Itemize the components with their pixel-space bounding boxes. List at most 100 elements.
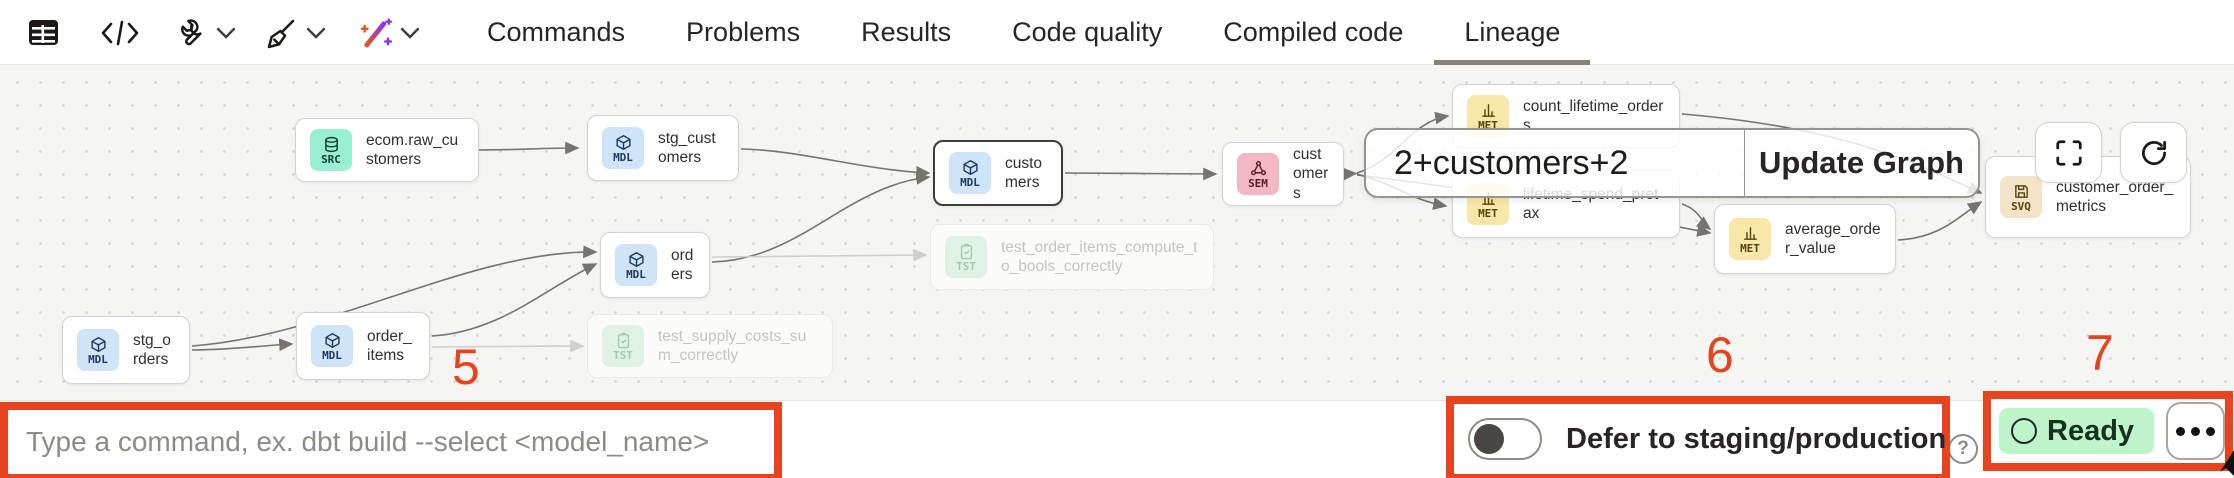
lineage-node-customers[interactable]: MDL customers [933,140,1063,206]
lineage-edge [711,172,931,263]
lineage-node-stg_orders[interactable]: MDL stg_orders [62,316,190,384]
fullscreen-icon [2055,139,2082,166]
node-label: order_items [367,327,412,364]
lineage-node-order_items[interactable]: MDL order_items [296,312,430,380]
annotation-box-6: Defer to staging/production [1446,396,1950,478]
lineage-node-ecom.raw_customers[interactable]: SRC ecom.raw_customers [295,118,479,182]
test-badge: TST [602,325,644,367]
database-badge: SRC [310,129,352,171]
mouse-cursor [2220,450,2234,476]
node-type-label: SRC [321,152,341,166]
wrench-icon[interactable] [172,0,204,65]
lineage-edge [1681,203,1712,230]
magic-wand-icon[interactable] [358,0,394,65]
graph-selector: 2+customers+2 Update Graph [1364,128,1980,198]
tab-lineage[interactable]: Lineage [1434,0,1591,65]
defer-toggle[interactable] [1468,418,1542,460]
lineage-node-customers[interactable]: SEM customers [1222,142,1344,206]
saved-query-icon [2013,183,2030,200]
semantic-model-badge: SEM [1237,153,1279,195]
lineage-node-test_order_items_compute_to_bools_correctly[interactable]: TST test_order_items_compute_to_bools_cor… [930,224,1214,290]
lineage-edge [740,148,931,179]
cube-icon [962,159,979,176]
annotation-number-5: 5 [452,339,480,395]
refresh-button[interactable] [2120,122,2187,183]
node-type-label: MDL [88,352,108,366]
panel-tabs: Commands Problems Results Code quality Compi… [487,0,1591,65]
node-label: customer_order_metrics [2056,178,2174,215]
node-label: count_lifetime_orders [1523,97,1664,134]
status-label: Ready [2047,414,2135,447]
chevron-down-icon[interactable] [216,0,236,65]
tab-results[interactable]: Results [861,17,952,47]
fullscreen-button[interactable] [2035,122,2102,183]
database-icon [323,136,340,153]
cube-badge: MDL [311,325,353,367]
code-icon[interactable] [100,0,140,65]
lineage-edge [191,245,598,347]
cube-badge: MDL [77,329,119,371]
cube-badge: MDL [615,244,657,286]
node-label: ecom.raw_customers [366,131,459,168]
metric-icon [1742,225,1759,242]
tab-problems[interactable]: Problems [686,17,801,47]
node-label: test_supply_costs_sum_correctly [658,327,807,364]
lineage-node-average_order_value[interactable]: MET average_order_value [1714,204,1896,274]
help-icon[interactable]: ? [1948,434,1978,464]
node-label: customers [1005,154,1043,191]
saved-query-badge: SVQ [2000,176,2042,218]
table-icon[interactable] [28,0,59,65]
node-type-label: MET [1740,241,1760,255]
lineage-edge [478,141,580,155]
chevron-down-icon[interactable] [400,0,420,65]
update-graph-button[interactable]: Update Graph [1759,145,1964,180]
node-label: customers [1293,145,1329,202]
ellipsis-icon [2176,426,2186,436]
node-label: stg_orders [133,331,171,368]
more-options-button[interactable] [2166,402,2225,460]
editor-toolbar: Commands Problems Results Code quality Compi… [0,0,2234,65]
refresh-icon [2141,140,2166,165]
defer-label: Defer to staging/production [1566,422,1947,455]
cube-badge: MDL [602,127,644,169]
tab-commands[interactable]: Commands [487,17,626,47]
node-type-label: MDL [626,267,646,281]
graph-selector-input[interactable]: 2+customers+2 [1366,130,1745,196]
lineage-edge [711,248,928,262]
cube-icon [90,336,107,353]
annotation-number-6: 6 [1706,327,1734,383]
tab-compiled-code[interactable]: Compiled code [1223,17,1404,47]
toggle-knob [1474,423,1504,454]
cube-icon [324,332,341,349]
node-type-label: SVQ [2011,199,2031,213]
lineage-edge [431,339,585,353]
broom-icon[interactable] [264,0,298,65]
node-type-label: MDL [322,348,342,362]
semantic-model-icon [1250,160,1267,177]
lineage-edge [1064,167,1218,181]
node-type-label: TST [613,348,633,362]
lineage-edge [1342,167,1358,181]
lineage-edge [1897,201,1983,241]
chevron-down-icon[interactable] [306,0,326,65]
metric-icon [1480,102,1497,119]
test-icon [615,332,632,349]
test-icon [958,243,975,260]
metric-badge: MET [1729,218,1771,260]
status-ready-button[interactable]: Ready [1999,408,2155,454]
command-input[interactable] [8,410,774,474]
lineage-edge [191,338,294,352]
lineage-node-test_supply_costs_sum_correctly[interactable]: TST test_supply_costs_sum_correctly [587,314,833,378]
tab-code-quality[interactable]: Code quality [1012,17,1163,47]
node-label: average_order_value [1785,220,1881,257]
node-label: test_order_items_compute_to_bools_correc… [1001,238,1198,275]
node-type-label: MDL [960,175,980,189]
node-type-label: SEM [1248,176,1268,190]
node-type-label: MET [1478,206,1498,220]
test-badge: TST [945,236,987,278]
annotation-number-7: 7 [2086,325,2114,381]
